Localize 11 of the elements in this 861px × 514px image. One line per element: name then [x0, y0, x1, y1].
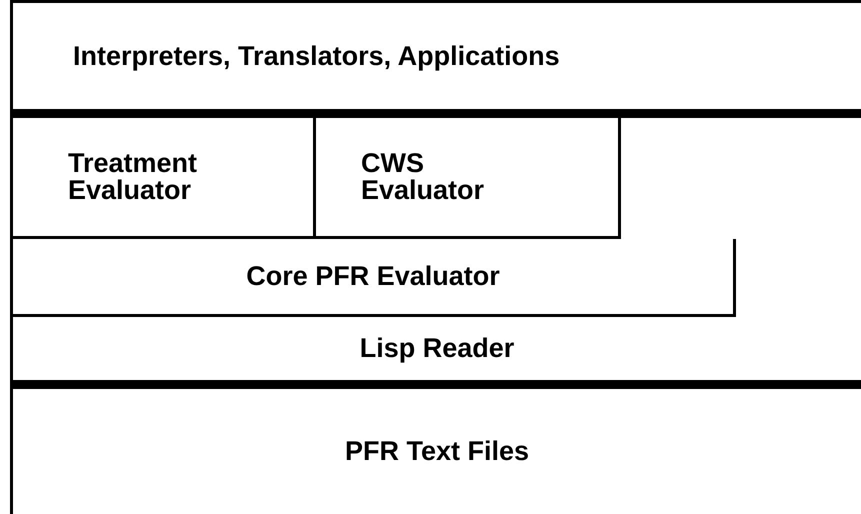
layer-label: Treatment Evaluator: [68, 150, 198, 204]
layer-box: [10, 0, 861, 118]
layer-label: Core PFR Evaluator: [246, 263, 500, 290]
layer-label: CWS Evaluator: [361, 150, 486, 204]
layer-label: Interpreters, Translators, Applications: [73, 42, 560, 70]
layer-label: PFR Text Files: [344, 438, 530, 465]
layer-label: Lisp Reader: [360, 335, 514, 362]
layer-box: [10, 239, 736, 317]
layer-box: [10, 317, 861, 389]
layer-box: [316, 118, 621, 239]
layer-box: [10, 118, 316, 239]
